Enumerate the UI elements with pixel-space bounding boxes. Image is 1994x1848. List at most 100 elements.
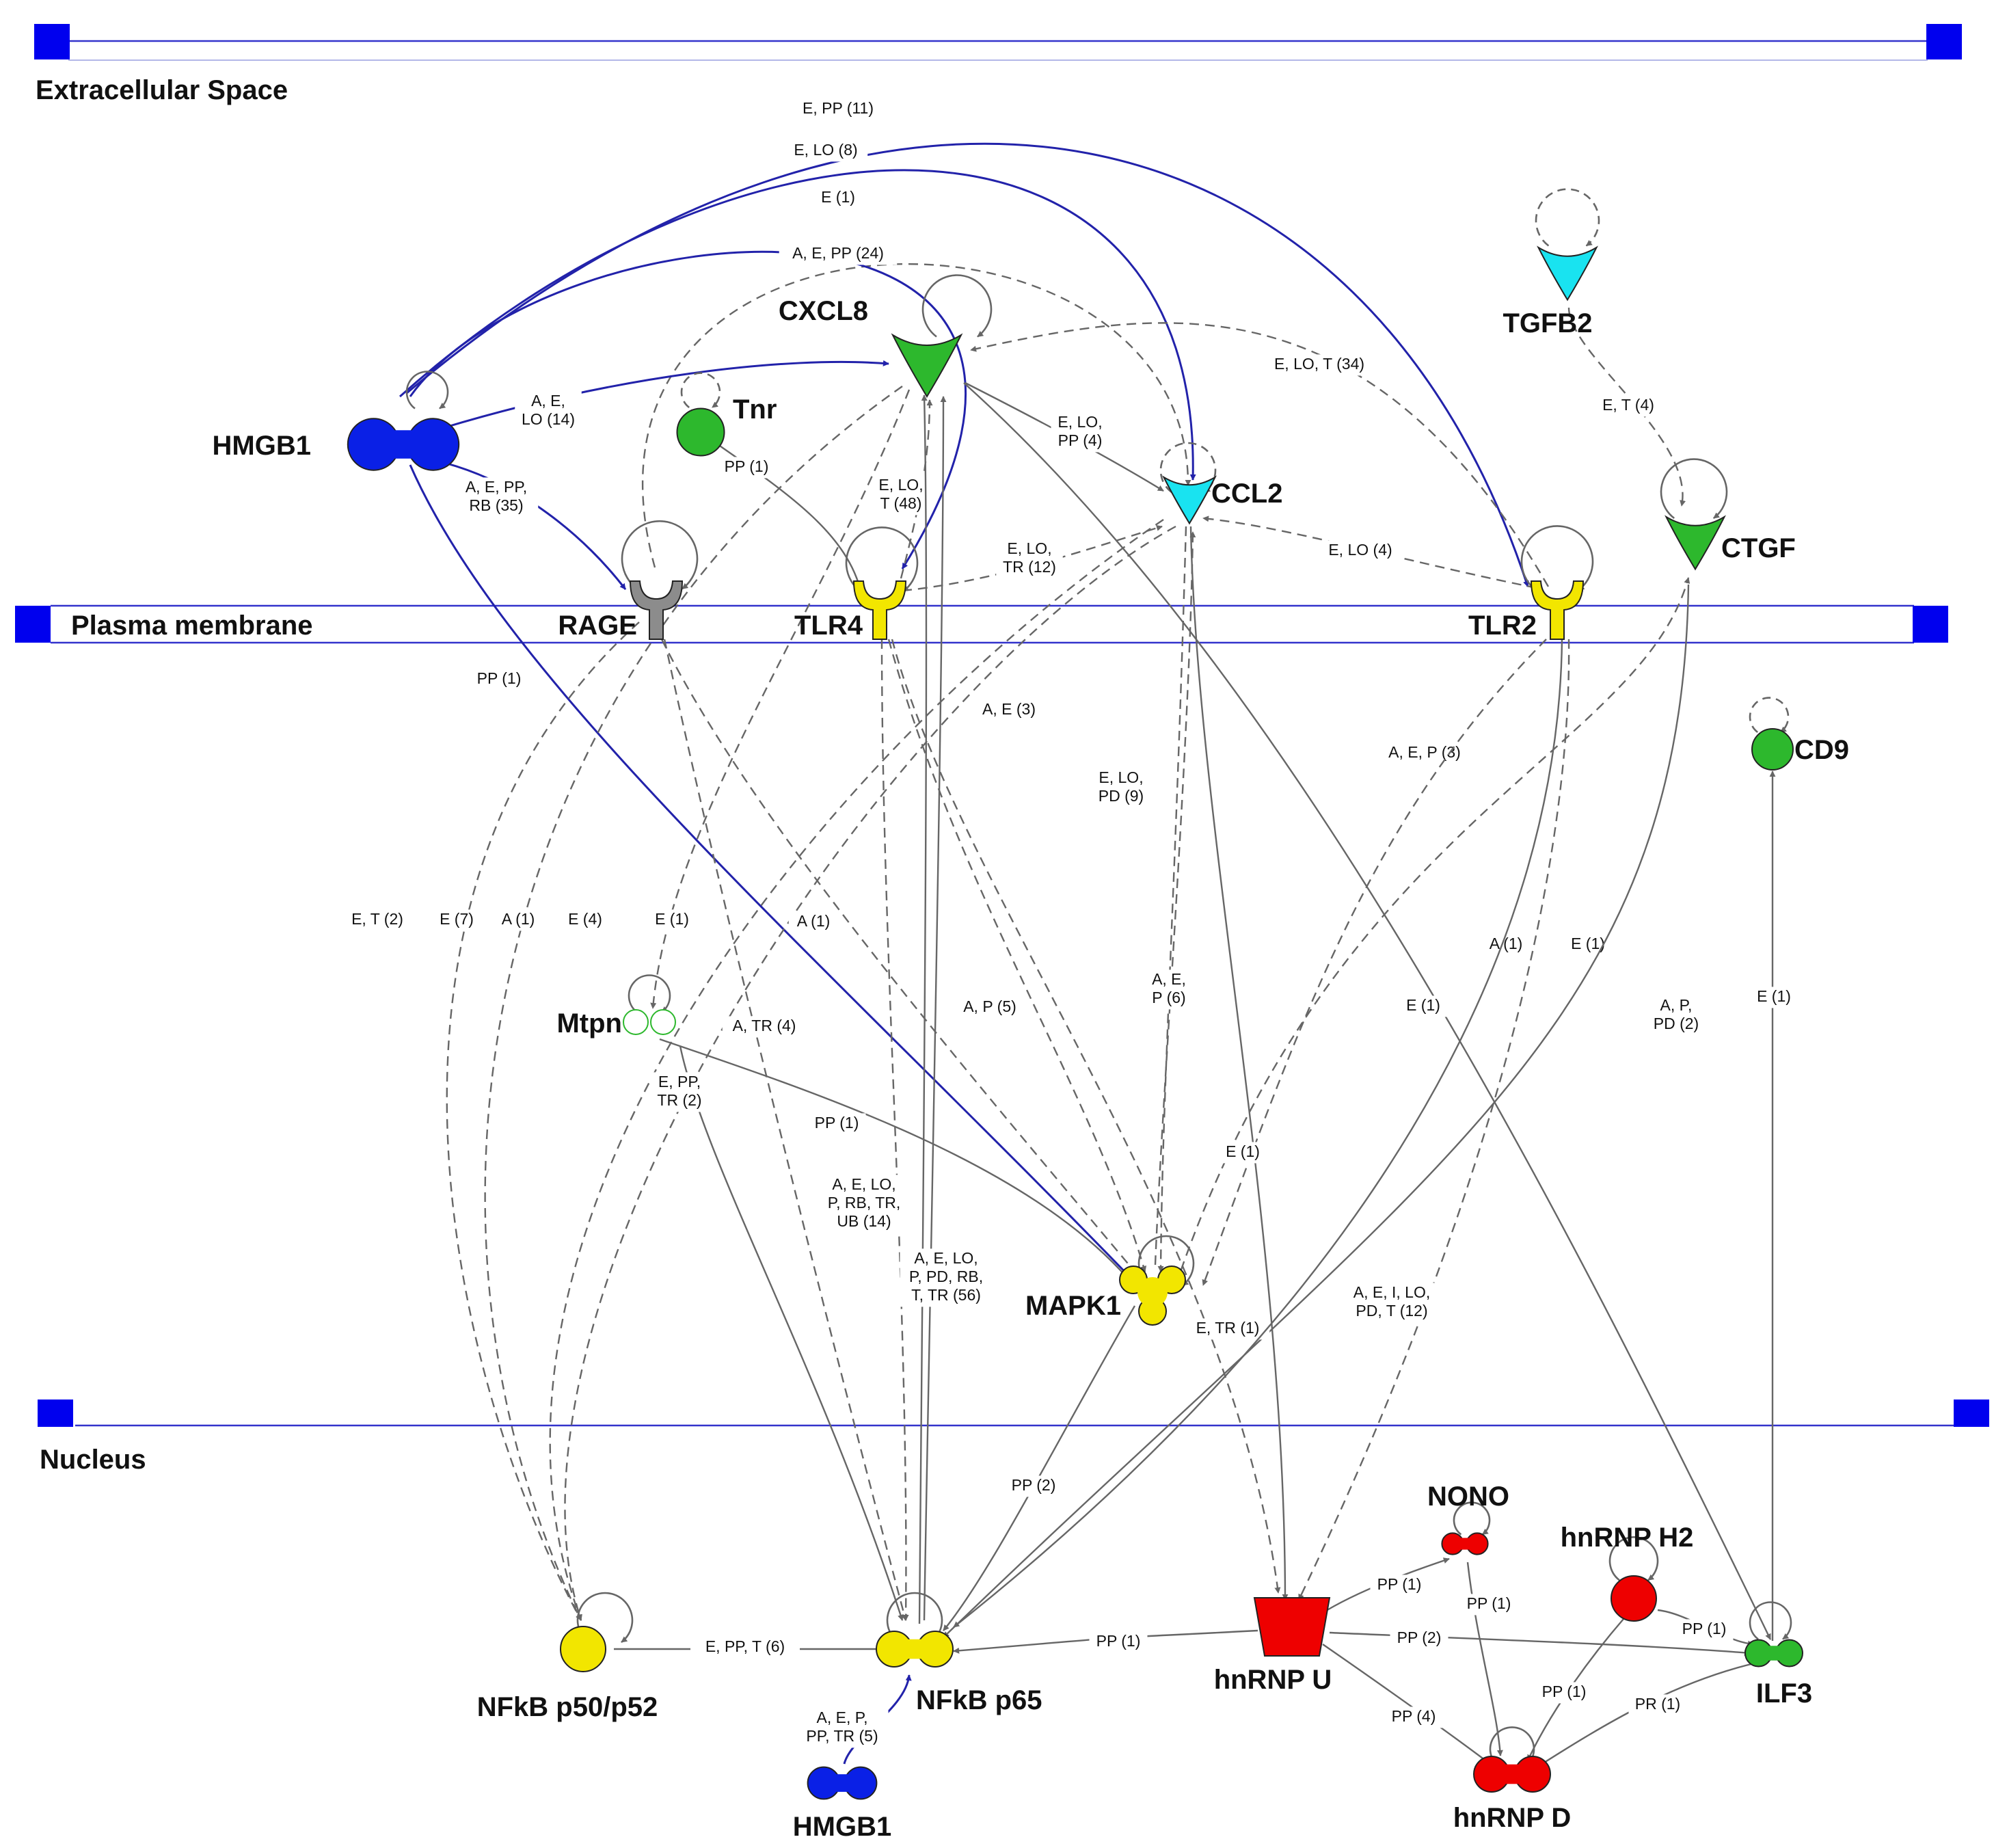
self-loop-edge <box>1749 1601 1792 1640</box>
edge-label-background <box>1370 1575 1429 1596</box>
edge-line[interactable] <box>642 263 1191 568</box>
edge-label-background <box>1384 1706 1443 1728</box>
node-nono[interactable]: NONO <box>1427 1482 1509 1555</box>
node-label: NFkB p65 <box>916 1685 1042 1715</box>
edge-label: E (1) <box>1571 935 1605 952</box>
edge-label: PR (1) <box>1635 1695 1680 1713</box>
edge-label: E (1) <box>1757 987 1791 1005</box>
edge-HMGB1_top-TLR4: A, E, PP (24) <box>409 243 967 570</box>
node-ccl2[interactable]: CCL2 <box>1162 475 1283 525</box>
edge-label: A (1) <box>1490 935 1523 952</box>
edge-line[interactable] <box>1466 1562 1503 1756</box>
edge-line[interactable] <box>679 1045 904 1621</box>
edge-hnRNP_H2-hnRNP_D: PP (1) <box>1526 1618 1624 1761</box>
node-mapk1[interactable]: MAPK1 <box>1025 1266 1186 1326</box>
edge-label-background <box>971 699 1047 721</box>
node-tlr2[interactable]: TLR2 <box>1468 580 1585 641</box>
node-shape <box>676 407 725 457</box>
edge-line[interactable] <box>663 639 908 1621</box>
edge-line[interactable] <box>1154 531 1196 1266</box>
edge-label: PP (1) <box>725 457 769 475</box>
node-shape <box>1253 1597 1331 1657</box>
edge-label-background <box>647 909 697 931</box>
edge-line[interactable] <box>943 1305 1136 1631</box>
node-nfkb-p50[interactable]: NFkB p50/p52 <box>477 1626 658 1722</box>
node-cd9[interactable]: CD9 <box>1751 728 1849 771</box>
node-ilf3[interactable]: ILF3 <box>1744 1639 1812 1709</box>
edge-line[interactable] <box>900 399 933 579</box>
self-loop-edge <box>621 520 699 590</box>
edge-line[interactable] <box>1329 1631 1751 1656</box>
edge-CCL2-NFkB_p50: A (1) <box>493 519 1164 1621</box>
edge-line[interactable] <box>1202 639 1547 1286</box>
edge-label-background <box>996 539 1063 579</box>
edge-CXCL8-CCL2: E, LO,PP (4) <box>965 381 1164 492</box>
edge-label-background <box>1260 354 1379 376</box>
node-hmgb1-bottom[interactable]: HMGB1 <box>793 1766 891 1842</box>
edge-label-background <box>493 909 543 931</box>
edge-line[interactable] <box>970 322 1550 587</box>
edge-label-background <box>818 1175 911 1233</box>
edge-line[interactable] <box>1174 577 1690 1286</box>
edge-line[interactable] <box>943 584 1690 1638</box>
node-tgfb2[interactable]: TGFB2 <box>1503 245 1598 338</box>
edge-label: E, LO, <box>878 476 923 494</box>
edge-line[interactable] <box>1189 526 1289 1601</box>
node-nfkb-p65[interactable]: NFkB p65 <box>876 1631 1042 1715</box>
node-label: hnRNP D <box>1453 1803 1572 1833</box>
node-mtpn[interactable]: Mtpn <box>556 1008 676 1039</box>
edge-label: E, LO, T (34) <box>1274 355 1364 373</box>
self-loop-edge <box>1159 442 1217 494</box>
node-hnrnp-u[interactable]: hnRNP U <box>1214 1597 1332 1695</box>
node-label: RAGE <box>558 611 637 641</box>
node-hmgb1-top[interactable]: HMGB1 <box>213 418 460 471</box>
edge-line[interactable] <box>442 360 889 429</box>
node-hnrnp-h2[interactable]: hnRNP H2 <box>1561 1523 1694 1622</box>
edge-label: E (1) <box>1226 1142 1260 1160</box>
edge-label-background <box>690 1637 800 1659</box>
edge-line[interactable] <box>409 464 1133 1280</box>
edge-line[interactable] <box>659 1038 1129 1279</box>
edge-line[interactable] <box>660 639 1135 1272</box>
node-ctgf[interactable]: CTGF <box>1665 515 1796 571</box>
edge-line[interactable] <box>953 639 1563 1628</box>
edge-RAGE-NFkB_p50: E, T (2) <box>340 621 640 1621</box>
edge-line[interactable] <box>399 169 1196 481</box>
edge-TLR4-NFkB_p65: A, E, LO,P, RB, TR,UB (14) <box>818 639 911 1621</box>
edge-TLR4-CCL2: E, LO,TR (12) <box>902 525 1163 592</box>
edge-HMGB1_top-MAPK1: PP (1) <box>409 464 1133 1280</box>
edge-hnRNP_U-ILF3: PP (2) <box>1329 1628 1751 1656</box>
edge-line[interactable] <box>880 639 909 1621</box>
edge-label-background <box>796 1708 889 1748</box>
edge-label: A, E, LO, <box>832 1175 895 1193</box>
edge-line[interactable] <box>446 621 640 1621</box>
edge-line[interactable] <box>918 394 928 1624</box>
self-loop-edge <box>1749 697 1790 734</box>
edge-label: UB (14) <box>837 1212 891 1230</box>
node-rage[interactable]: RAGE <box>558 580 684 641</box>
edge-line[interactable] <box>430 458 627 590</box>
node-hnrnp-d[interactable]: hnRNP D <box>1453 1756 1572 1833</box>
edge-line[interactable] <box>963 382 1772 1640</box>
edge-line[interactable] <box>1322 1644 1491 1765</box>
edge-line[interactable] <box>923 396 947 1621</box>
node-tnr[interactable]: Tnr <box>676 394 777 457</box>
compartment-plasma-membrane: Plasma membrane <box>15 604 1948 644</box>
edge-line[interactable] <box>549 519 1164 1621</box>
edge-line[interactable] <box>1157 526 1187 1272</box>
edge-Tnr-TLR4: PP (1) <box>717 444 863 594</box>
edge-line[interactable] <box>1297 639 1570 1601</box>
node-shape <box>1162 475 1217 525</box>
edge-label: E, PP (11) <box>803 99 874 117</box>
edge-label: A, E, <box>531 392 565 410</box>
edge-HMGB1_top-CCL2: E, LO (8) <box>399 140 1196 481</box>
edge-line[interactable] <box>887 639 1147 1272</box>
node-cxcl8[interactable]: CXCL8 <box>779 296 963 398</box>
edge-line[interactable] <box>891 639 1281 1594</box>
edge-line[interactable] <box>564 525 1176 1621</box>
edge-line[interactable] <box>409 250 967 570</box>
node-tlr4[interactable]: TLR4 <box>794 580 907 641</box>
edge-label: A, E, I, LO, <box>1353 1283 1430 1301</box>
edge-line[interactable] <box>484 386 903 1621</box>
